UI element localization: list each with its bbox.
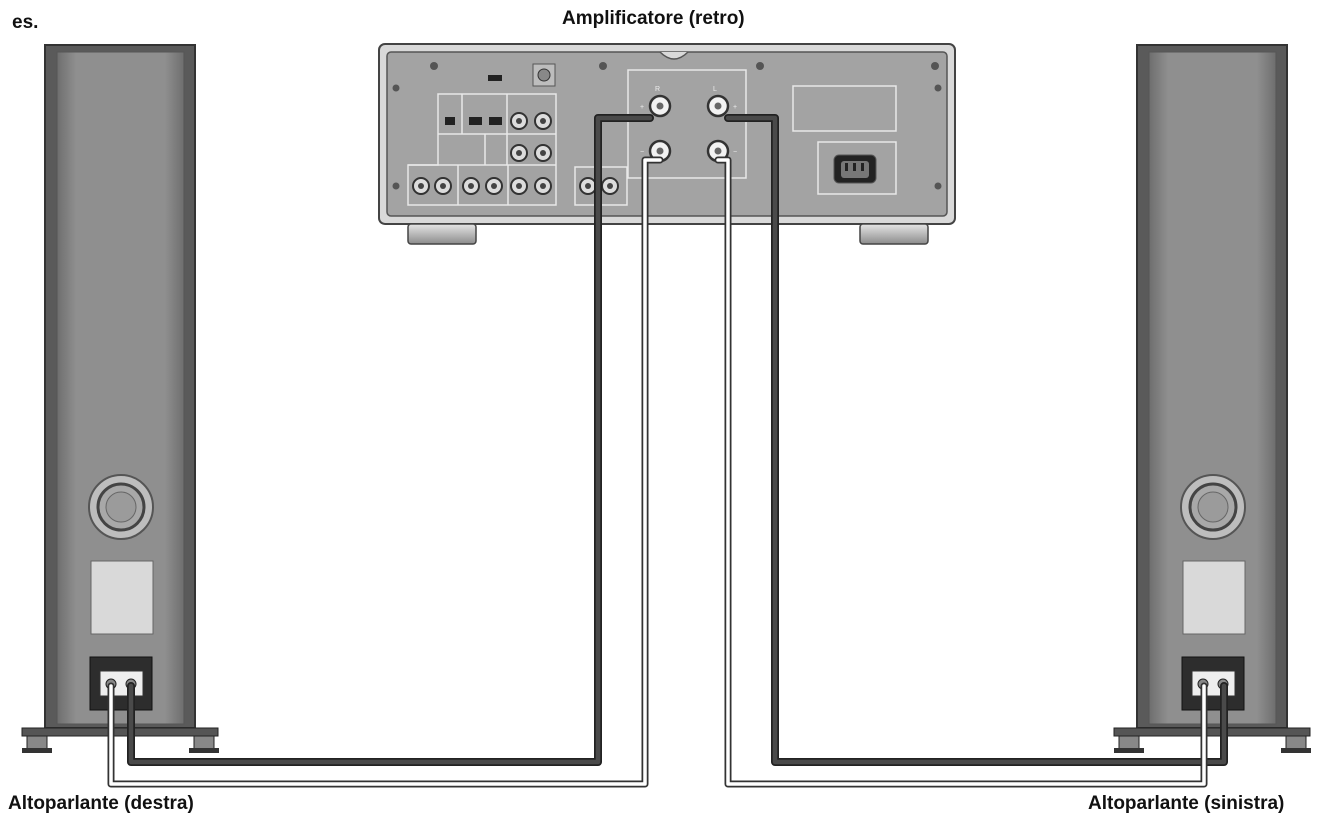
cables-negative xyxy=(107,156,1208,788)
amplifier-title: Amplificatore (retro) xyxy=(562,8,745,29)
terminal-l-label: L xyxy=(713,86,717,93)
speaker-left-label: Altoparlante (sinistra) xyxy=(1088,793,1285,814)
terminal-plus-label: + xyxy=(640,104,644,111)
speaker-right-label: Altoparlante (destra) xyxy=(8,793,194,814)
speaker-right xyxy=(21,44,219,753)
example-label: es. xyxy=(12,12,39,33)
terminal-plus-label: + xyxy=(733,104,737,111)
amplifier-rear-panel: R L + + − − xyxy=(378,43,956,245)
terminal-minus-label: − xyxy=(733,149,737,156)
speaker-left xyxy=(1113,44,1311,753)
cables-positive xyxy=(127,114,1228,766)
terminal-minus-label: − xyxy=(640,149,644,156)
terminal-r-label: R xyxy=(655,86,660,93)
